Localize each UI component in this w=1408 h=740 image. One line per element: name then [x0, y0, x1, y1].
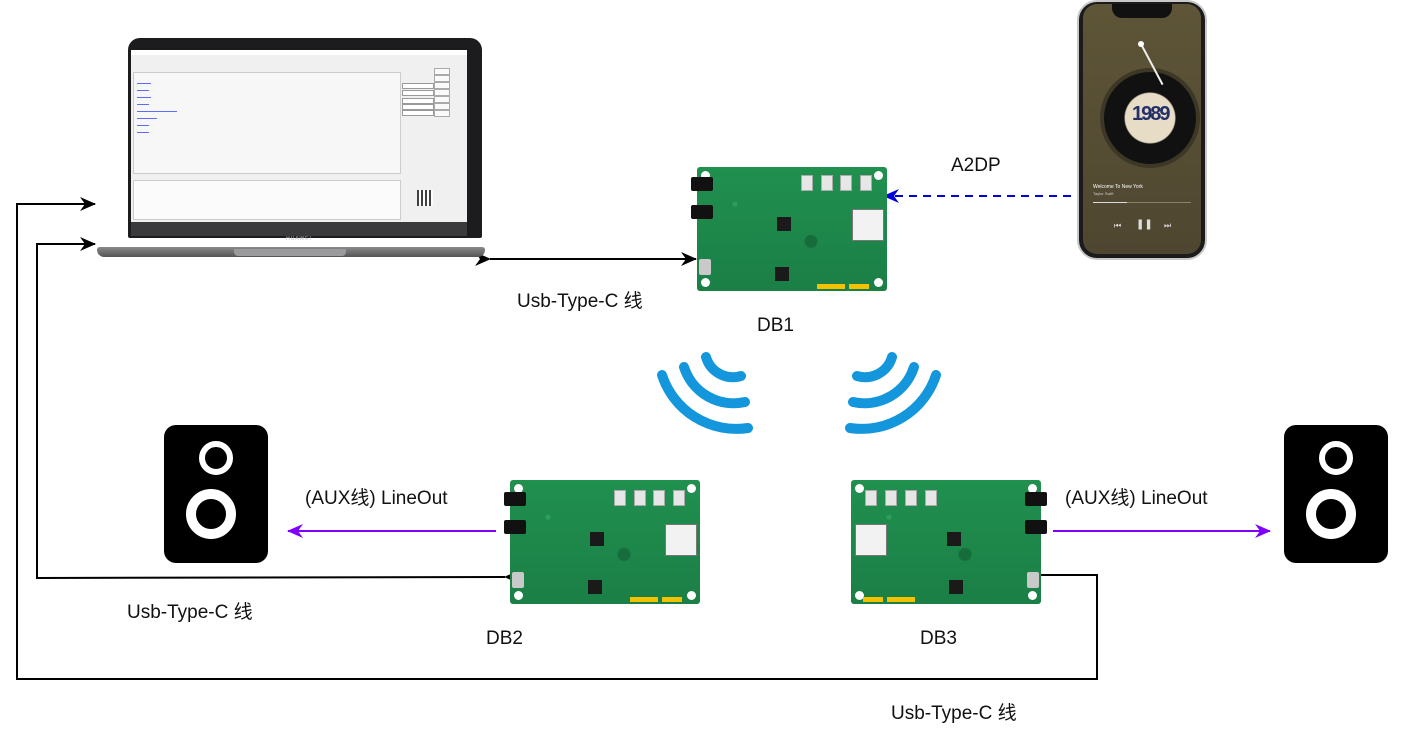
album-art: 1989: [1132, 103, 1170, 125]
label-a2dp: A2DP: [951, 155, 1001, 176]
wireless-right-icon: [845, 352, 941, 434]
qr-code: [417, 190, 433, 206]
audio-jack: [504, 520, 526, 534]
audio-jack: [504, 492, 526, 506]
speaker-right-icon: [1284, 425, 1388, 563]
board-db1: [691, 167, 887, 291]
speaker-left-icon: [164, 425, 268, 563]
phone-notch: [1112, 4, 1172, 18]
bt-module: [665, 524, 697, 556]
label-usb-db3: Usb-Type-C 线: [891, 703, 1017, 724]
audio-jack: [691, 177, 713, 191]
label-lineout-right: (AUX线) LineOut: [1065, 488, 1208, 509]
edge-laptop-db3: [16, 197, 1098, 680]
pause-icon: ❚❚: [1136, 219, 1153, 230]
audio-jack: [691, 205, 713, 219]
usb-c-port: [699, 259, 711, 275]
label-db1: DB1: [757, 315, 794, 336]
bt-module: [855, 524, 887, 556]
playback-progress: [1093, 202, 1191, 203]
board-db3: [851, 480, 1047, 604]
playback-progress-fill: [1093, 202, 1127, 203]
app-send-area: [133, 180, 401, 220]
audio-jack: [1025, 520, 1047, 534]
label-db3: DB3: [920, 628, 957, 649]
app-titlebar: [131, 50, 467, 55]
label-usb-db1: Usb-Type-C 线: [517, 291, 643, 312]
laptop-brand: HUAWEI: [286, 236, 312, 242]
label-usb-db2: Usb-Type-C 线: [127, 602, 253, 623]
usb-c-port: [512, 572, 524, 588]
label-db2: DB2: [486, 628, 523, 649]
app-log-area: [133, 72, 401, 174]
label-lineout-left: (AUX线) LineOut: [305, 488, 448, 509]
usb-c-port: [1027, 572, 1039, 588]
wireless-left-icon: [657, 352, 753, 434]
laptop-bezel: [131, 222, 467, 236]
song-title: Welcome To New York: [1093, 184, 1143, 190]
tonearm-pivot: [1138, 41, 1144, 47]
bt-module: [852, 209, 884, 241]
board-db2: [504, 480, 700, 604]
song-artist: Taylor Swift: [1093, 191, 1114, 196]
vinyl-record-icon: [1100, 68, 1200, 168]
next-icon: ⏭: [1164, 221, 1172, 230]
app-side-panel: [400, 58, 466, 176]
laptop-hinge: [234, 249, 346, 256]
previous-icon: ⏮: [1114, 221, 1122, 230]
audio-jack: [1025, 492, 1047, 506]
